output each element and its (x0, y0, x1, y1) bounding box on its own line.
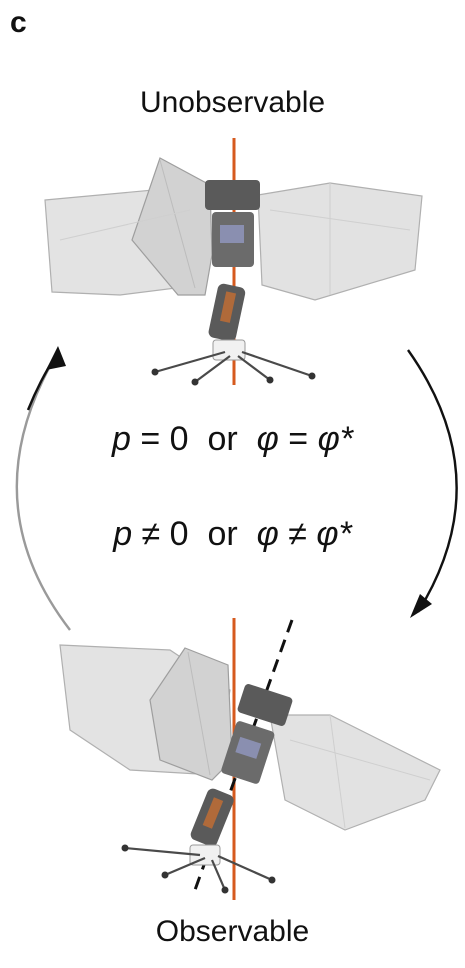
or-text: or (207, 515, 238, 553)
var-p: p (112, 420, 131, 458)
observable-label: Observable (155, 915, 310, 948)
top-foot-block (212, 339, 246, 361)
bottom-left-wing-front (149, 647, 233, 781)
var-phi: φ (256, 515, 279, 553)
var-phi: φ (256, 420, 279, 458)
var-p: p (113, 515, 133, 553)
left-cycle-arrow (15, 351, 71, 631)
relation-neq-zero: ≠ 0 (132, 515, 189, 553)
var-phi-star: φ* (317, 420, 353, 458)
var-phi-star: φ* (316, 515, 352, 553)
bottom-right-wing (269, 714, 441, 831)
relation-neq: ≠ (278, 515, 317, 553)
panel-letter: c (10, 6, 27, 39)
top-body-head (205, 180, 260, 210)
unobservable-label: Unobservable (139, 86, 326, 119)
right-cycle-arrow (407, 349, 458, 613)
bottom-body-head (237, 684, 293, 726)
condition-observable-to-unobservable: p = 0 or φ = φ* (0, 420, 465, 459)
condition-unobservable-to-observable: p ≠ 0 or φ ≠ φ* (0, 515, 465, 554)
relation-eq: = (278, 420, 318, 458)
top-right-wing (257, 182, 423, 301)
relation-eq-zero: = 0 (130, 420, 189, 458)
top-robot (44, 138, 423, 386)
or-text: or (207, 420, 238, 458)
bottom-robot (59, 618, 441, 900)
right-arrowhead-icon (410, 594, 432, 618)
